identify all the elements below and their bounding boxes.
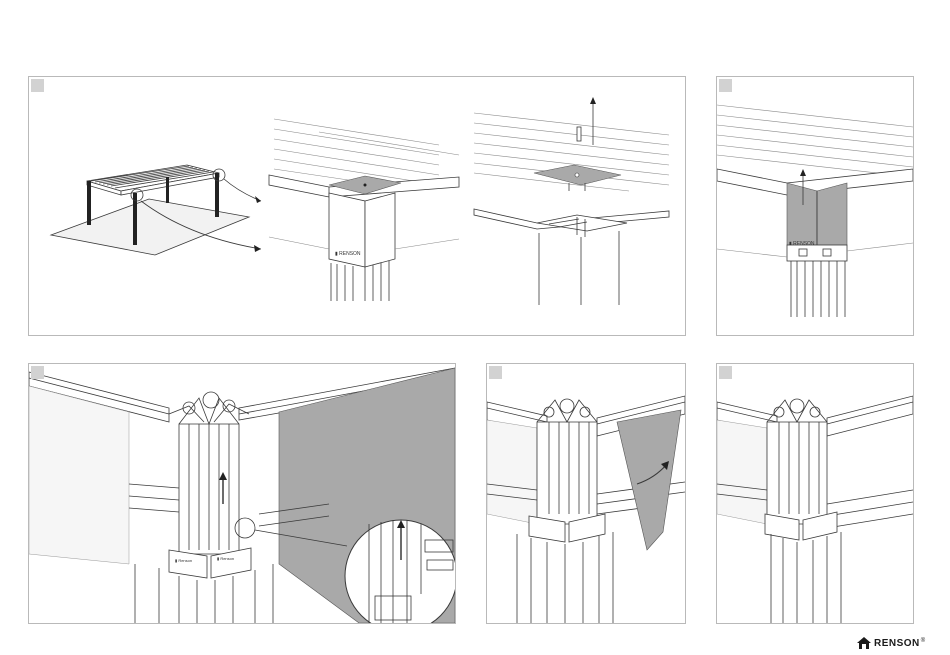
- svg-text:▮ Renson: ▮ Renson: [217, 556, 234, 561]
- step-4-illustration: [487, 364, 685, 623]
- svg-text:▮ Renson: ▮ Renson: [175, 558, 192, 563]
- brand-logo: RENSON®: [857, 634, 947, 652]
- brand-trademark: ®: [921, 638, 926, 644]
- step-marker: [719, 79, 732, 92]
- renson-logo-icon: [857, 637, 871, 649]
- panel-step-3: ▮ Renson ▮ Renson: [28, 363, 456, 624]
- step-3-illustration: ▮ Renson ▮ Renson: [29, 364, 455, 623]
- brand-name: RENSON: [874, 638, 920, 649]
- step-5-illustration: [717, 364, 913, 623]
- panel-step-1: ▮ RENSON: [28, 76, 686, 336]
- panel-step-5: [716, 363, 914, 624]
- cover-panel-side: [817, 183, 847, 253]
- cap-removal: [474, 97, 669, 305]
- svg-text:▮ RENSON: ▮ RENSON: [335, 251, 361, 257]
- step-1-illustration: ▮ RENSON: [29, 77, 685, 335]
- panel-step-2: ▮ RENSON: [716, 76, 914, 336]
- pergola-overview: [51, 165, 261, 255]
- corner-with-cap: ▮ RENSON: [269, 119, 459, 301]
- step-marker: [31, 79, 44, 92]
- step-marker: [31, 366, 44, 379]
- step-marker: [719, 366, 732, 379]
- step-marker: [489, 366, 502, 379]
- cover-panel-rotating: [617, 410, 681, 550]
- step-2-illustration: ▮ RENSON: [717, 77, 913, 335]
- panel-step-4: [486, 363, 686, 624]
